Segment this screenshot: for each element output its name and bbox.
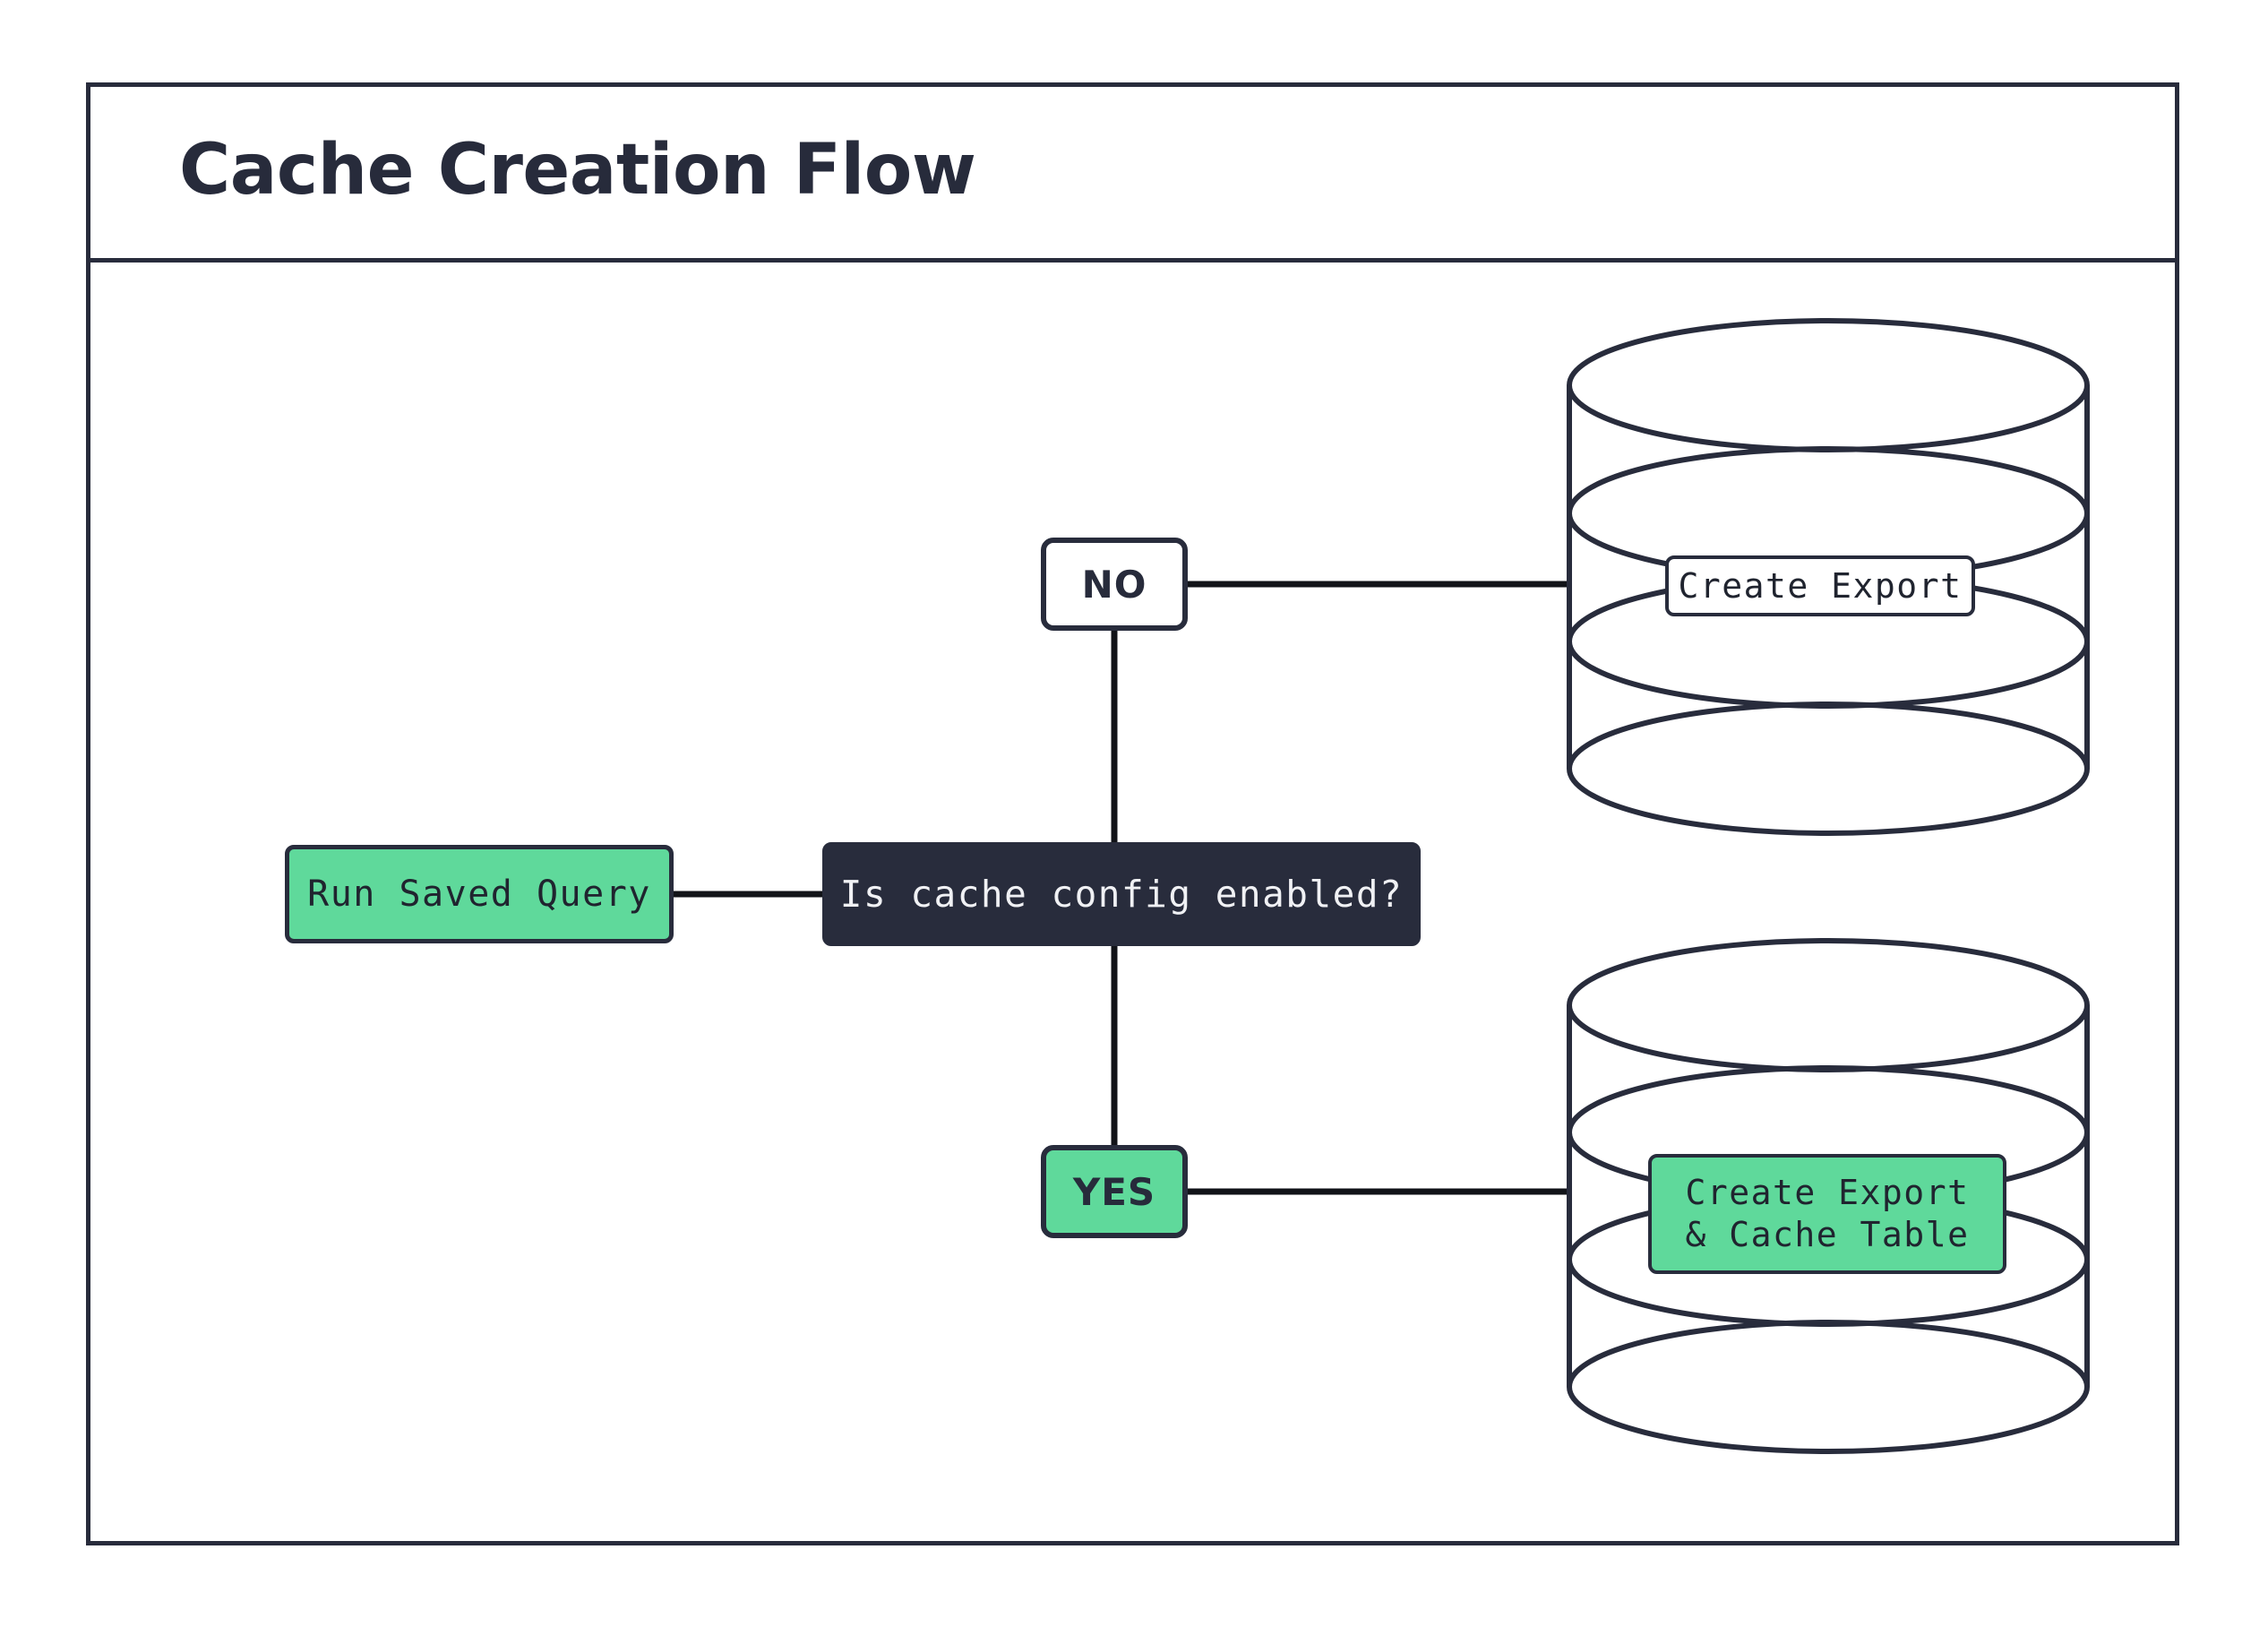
node-create-export-cache-table-label[interactable]: Create Export & Cache Table: [1648, 1154, 2006, 1274]
diagram-title-bar: Cache Creation Flow: [86, 82, 2179, 263]
page-title: Cache Creation Flow: [179, 130, 976, 211]
node-branch-yes[interactable]: YES: [1041, 1145, 1188, 1238]
diagram-frame: [86, 82, 2179, 1545]
node-branch-no[interactable]: NO: [1041, 538, 1188, 631]
node-is-cache-config-enabled[interactable]: Is cache config enabled?: [822, 842, 1421, 946]
node-create-export-label[interactable]: Create Export: [1665, 555, 1975, 616]
node-run-saved-query[interactable]: Run Saved Query: [285, 845, 674, 943]
